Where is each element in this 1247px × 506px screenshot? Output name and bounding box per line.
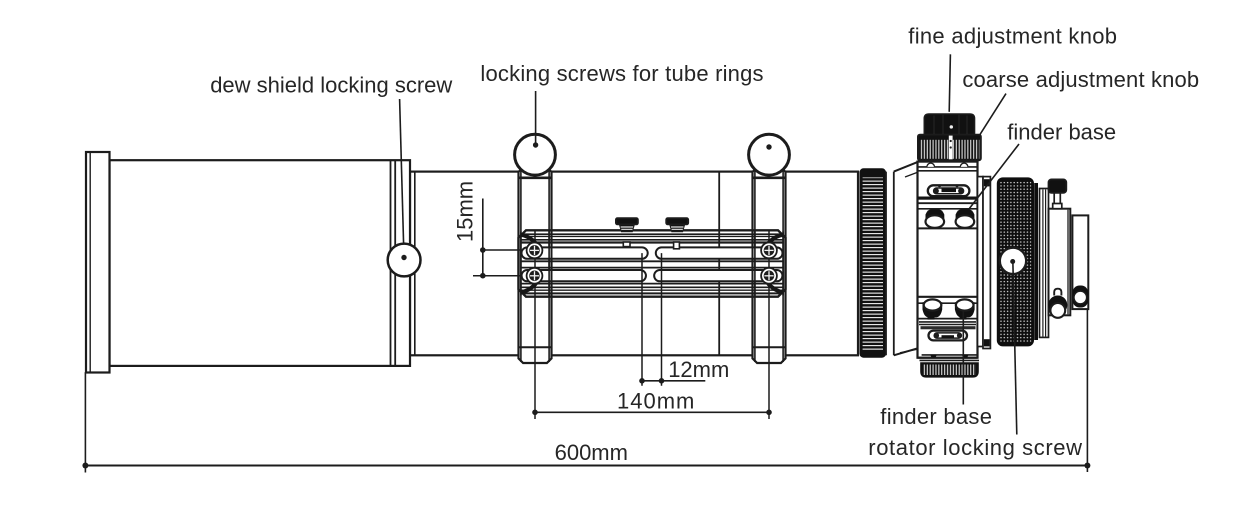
svg-text:140mm: 140mm [617, 388, 695, 413]
svg-text:rotator locking screw: rotator locking screw [868, 435, 1082, 460]
svg-text:finder base: finder base [1007, 120, 1116, 145]
svg-text:600mm: 600mm [555, 440, 628, 465]
svg-text:dew shield locking screw: dew shield locking screw [210, 72, 452, 97]
svg-text:fine adjustment knob: fine adjustment knob [908, 24, 1117, 49]
svg-text:12mm: 12mm [668, 357, 729, 382]
svg-text:coarse adjustment knob: coarse adjustment knob [962, 67, 1199, 92]
svg-text:finder base: finder base [880, 404, 992, 429]
svg-text:15mm: 15mm [453, 181, 478, 242]
svg-text:locking screws for tube rings: locking screws for tube rings [480, 61, 763, 86]
